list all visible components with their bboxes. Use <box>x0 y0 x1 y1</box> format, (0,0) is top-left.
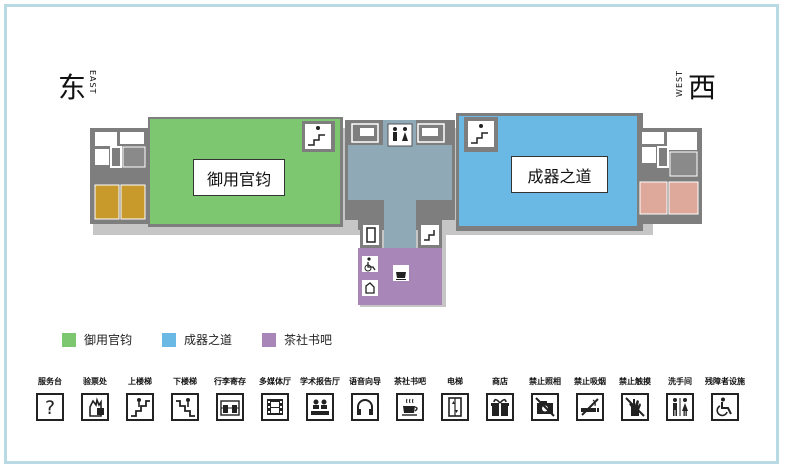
legend-label: 成器之道 <box>184 333 233 347</box>
icon-label: 电梯 <box>447 377 463 386</box>
icon-legend-luggage: 行李寄存 <box>208 376 252 421</box>
film-icon <box>261 393 289 421</box>
question-icon: ? <box>36 393 64 421</box>
icon-legend-lecture-hall: 学术报告厅 <box>298 376 342 421</box>
icon-label: 语音向导 <box>349 377 381 386</box>
west-label: 西 <box>688 71 717 104</box>
icon-label: 验票处 <box>83 377 107 386</box>
ticket-check-icon <box>81 393 109 421</box>
legend-label: 茶社书吧 <box>284 333 333 347</box>
legend-item-3: 茶社书吧 <box>262 331 332 348</box>
west-wing <box>637 128 702 224</box>
icon-legend-multimedia: 多媒体厅 <box>253 376 297 421</box>
tea-cup-icon <box>396 393 424 421</box>
east-label-en: EAST <box>88 70 97 95</box>
stairs-down-icon <box>171 393 199 421</box>
icon-label: 茶社书吧 <box>394 377 426 386</box>
icon-label: 上楼梯 <box>128 377 152 386</box>
icon-label: 禁止触摸 <box>619 377 651 386</box>
icon-label: 学术报告厅 <box>300 377 340 386</box>
icon-legend-audio-guide: 语音向导 <box>343 376 387 421</box>
luggage-icon <box>216 393 244 421</box>
icon-legend-tea-room: 茶社书吧 <box>388 376 432 421</box>
icon-legend-stairs-up: 上楼梯 <box>118 376 162 421</box>
legend-swatch <box>62 332 76 347</box>
icon-legend-no-photo: 禁止照相 <box>523 376 567 421</box>
elevator-icon <box>441 393 469 421</box>
svg-text:?: ? <box>45 397 55 418</box>
legend-swatch <box>162 332 176 347</box>
icon-legend-service-desk: 服务台 ? <box>28 376 72 421</box>
icon-legend-stairs-down: 下楼梯 <box>163 376 207 421</box>
icon-label: 禁止照相 <box>529 377 561 386</box>
icon-legend-restroom: 洗手间 <box>658 376 702 421</box>
icon-legend-shop: 商店 <box>478 376 522 421</box>
headphones-icon <box>351 393 379 421</box>
no-touch-icon <box>621 393 649 421</box>
icon-label: 多媒体厅 <box>259 377 291 386</box>
east-wing <box>90 128 150 224</box>
icon-legend-ticket: 验票处 <box>73 376 117 421</box>
icon-legend-accessibility: 残障者设施 <box>703 376 747 421</box>
icon-legend-no-smoking: 禁止吸烟 <box>568 376 612 421</box>
gift-icon <box>486 393 514 421</box>
east-label: 东 <box>58 71 87 104</box>
legend-item-1: 御用官钧 <box>62 331 132 348</box>
icon-label: 服务台 <box>38 377 62 386</box>
wheelchair-icon <box>711 393 739 421</box>
restroom-map-icon <box>393 127 408 141</box>
legend-swatch <box>262 332 276 347</box>
lecture-hall-icon <box>306 393 334 421</box>
icon-legend-elevator: 电梯 <box>433 376 477 421</box>
legend-item-2: 成器之道 <box>162 331 232 348</box>
icon-label: 商店 <box>492 377 508 386</box>
icon-label: 洗手间 <box>668 377 692 386</box>
frame-border <box>4 4 779 464</box>
restroom-icon <box>666 393 694 421</box>
no-smoking-icon <box>576 393 604 421</box>
icon-label: 禁止吸烟 <box>574 377 606 386</box>
stairs-up-icon <box>126 393 154 421</box>
room-label-left: 御用官钧 <box>193 159 285 196</box>
icon-label: 下楼梯 <box>173 377 197 386</box>
icon-label: 行李寄存 <box>214 377 246 386</box>
no-camera-icon <box>531 393 559 421</box>
icon-legend-no-touch: 禁止触摸 <box>613 376 657 421</box>
legend-label: 御用官钧 <box>84 333 133 347</box>
icon-label: 残障者设施 <box>705 377 745 386</box>
room-label-right: 成器之道 <box>511 156 608 193</box>
